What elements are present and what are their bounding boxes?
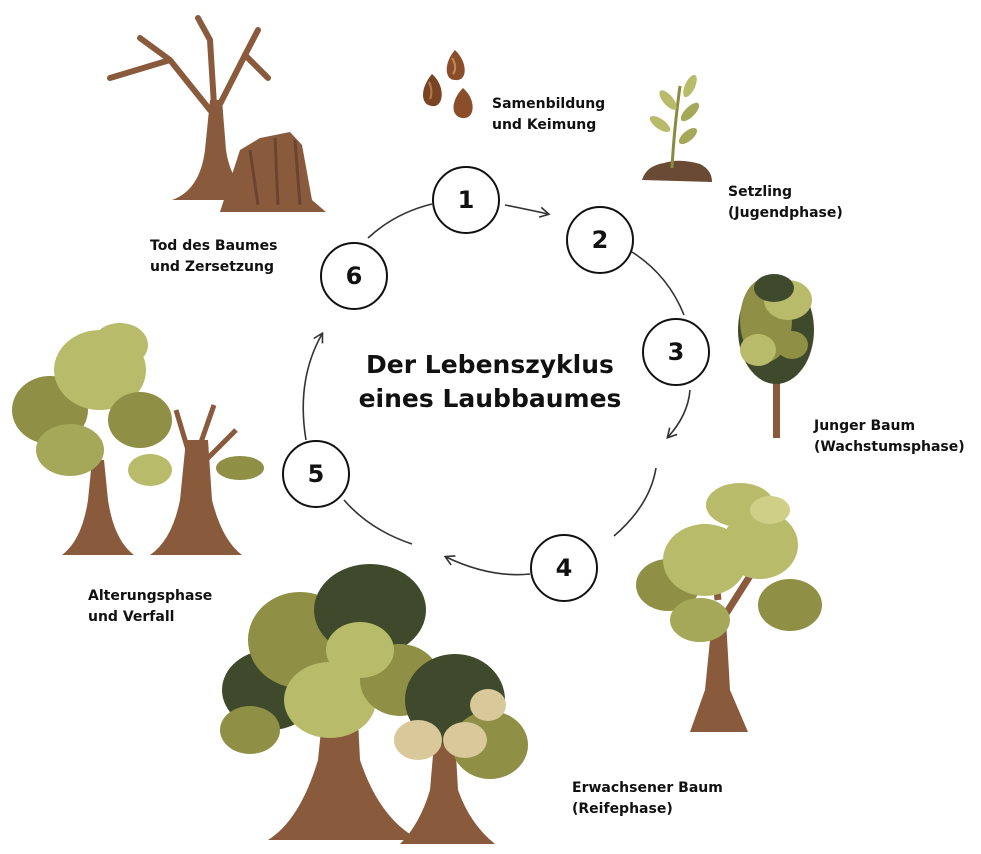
- young-tree-icon: [738, 274, 814, 438]
- stage-badge-3: 3: [642, 318, 710, 386]
- stage-badge-2: 2: [566, 206, 634, 274]
- stage-label-5: Alterungsphase und Verfall: [88, 586, 212, 628]
- stage-label-6-line-2: und Zersetzung: [150, 259, 275, 275]
- stage-label-2-line-2: (Jugendphase): [728, 205, 843, 221]
- cycle-arrow-3-4: [666, 389, 691, 439]
- stage-label-1-line-2: und Keimung: [492, 117, 597, 133]
- stage-label-4: Erwachsener Baum (Reifephase): [572, 778, 723, 820]
- title-line-1: Der Lebenszyklus: [366, 350, 614, 379]
- stage-badge-5: 5: [282, 440, 350, 508]
- stage-label-6: Tod des Baumes und Zersetzung: [150, 236, 277, 278]
- stage-label-5-line-1: Alterungsphase: [88, 588, 213, 604]
- stage-label-3-line-1: Junger Baum: [814, 418, 916, 434]
- seedling-icon: [642, 74, 712, 182]
- diagram-title: Der Lebenszyklus eines Laubbaumes: [330, 348, 650, 416]
- stage-label-2: Setzling (Jugendphase): [728, 182, 843, 224]
- cycle-ring: [302, 203, 691, 576]
- stage-badge-4: 4: [530, 534, 598, 602]
- cycle-arrow-5-6: [302, 331, 324, 441]
- dead-tree-icon: [107, 15, 326, 212]
- stage-label-4-line-2: (Reifephase): [572, 801, 673, 817]
- mature-tree-icon: [636, 483, 822, 732]
- stage-label-3: Junger Baum (Wachstumsphase): [814, 416, 965, 458]
- mature-forest-icon: [220, 564, 528, 844]
- cycle-arrow-4-5: [443, 555, 531, 576]
- stage-label-2-line-1: Setzling: [728, 184, 793, 200]
- cycle-arrow-1-2: [504, 204, 551, 218]
- cycle-arrow-2-3: [631, 251, 685, 316]
- stage-label-5-line-2: und Verfall: [88, 609, 175, 625]
- cycle-arrow-6-1: [367, 203, 433, 239]
- seeds-icon: [423, 50, 473, 119]
- stage-label-3-line-2: (Wachstumsphase): [814, 439, 965, 455]
- stage-label-1: Samenbildung und Keimung: [492, 94, 605, 136]
- cycle-arrow-4-5b: [343, 499, 413, 545]
- title-line-2: eines Laubbaumes: [358, 384, 622, 413]
- aging-trees-icon: [12, 323, 264, 555]
- stage-label-4-line-1: Erwachsener Baum: [572, 780, 723, 796]
- stage-label-1-line-1: Samenbildung: [492, 96, 606, 112]
- stage-label-6-line-1: Tod des Baumes: [150, 238, 278, 254]
- cycle-arrow-3-4b: [613, 467, 657, 537]
- stage-badge-1: 1: [432, 166, 500, 234]
- stage-badge-6: 6: [320, 242, 388, 310]
